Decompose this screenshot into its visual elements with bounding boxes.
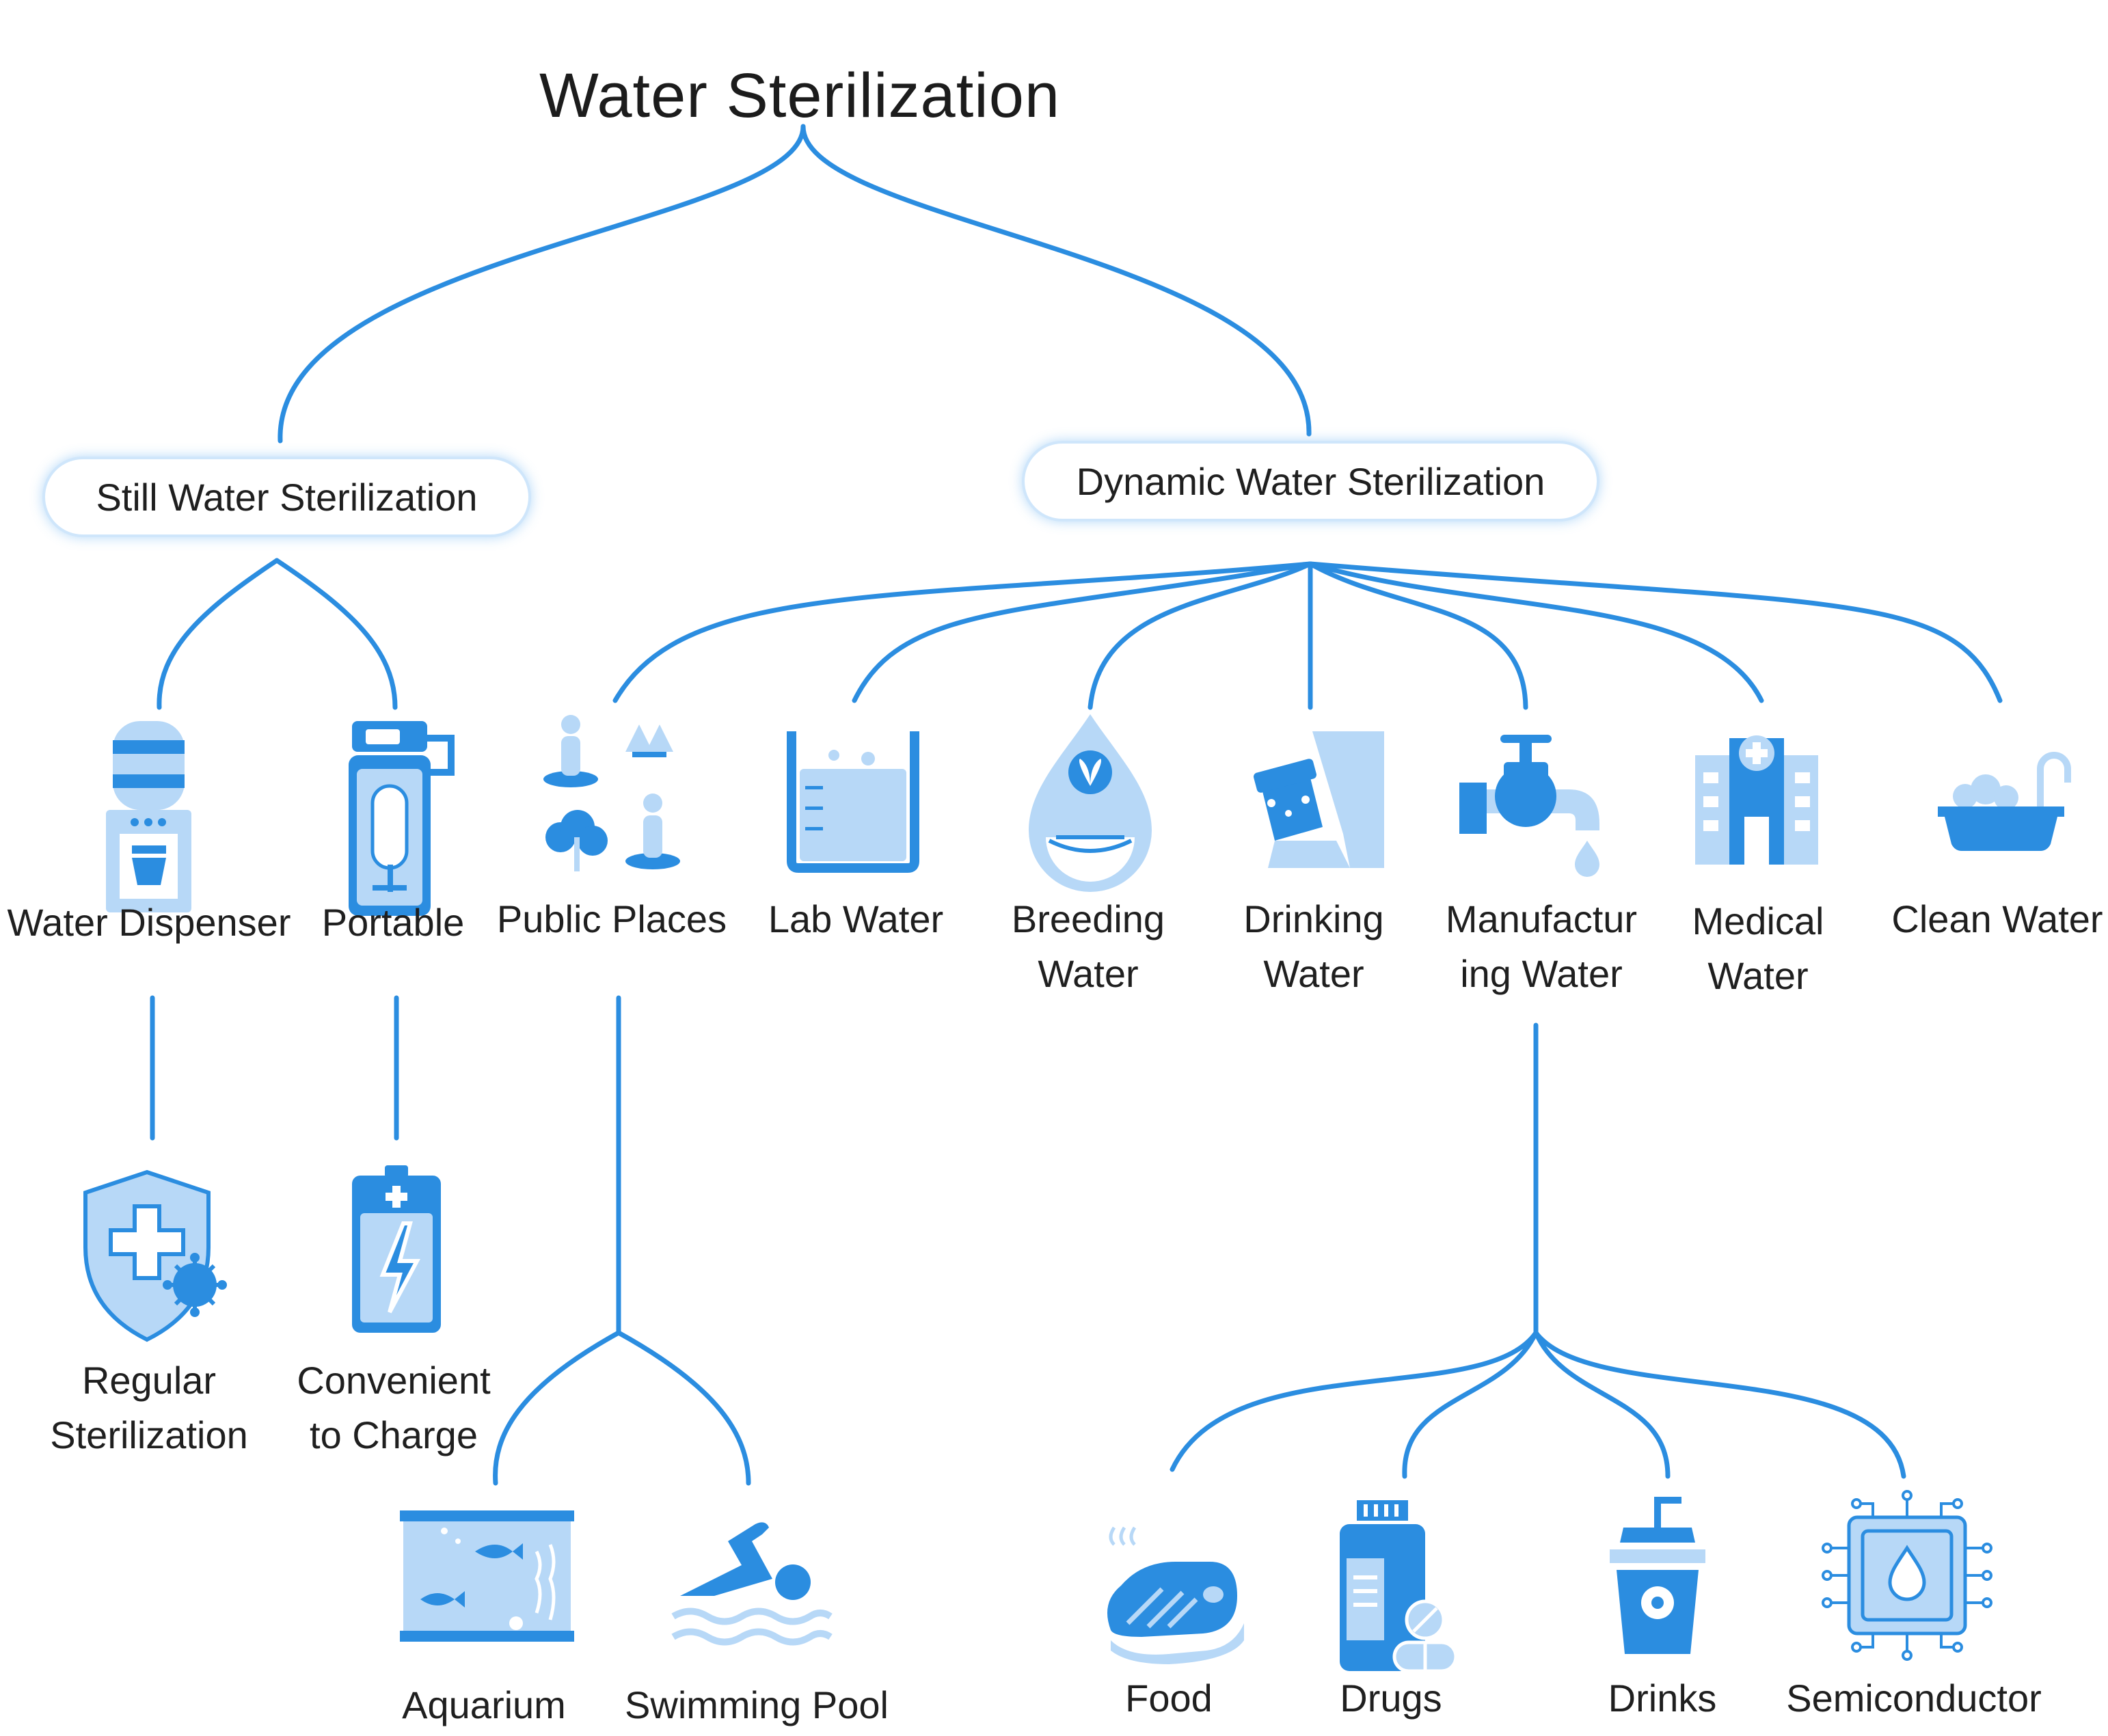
clean-water-label: Clean Water	[1891, 897, 2103, 940]
connector-manu-drugs	[1402, 1330, 1539, 1479]
aquarium-label: Aquarium	[402, 1683, 566, 1726]
bathtub-icon	[1938, 752, 2071, 851]
drinks-label: Drinks	[1608, 1677, 1717, 1720]
diagram-title-text: Water Sterilization	[539, 61, 1061, 131]
convenient-to-charge-label: Convenient to Charge	[297, 1359, 491, 1456]
connector-dyn-clean	[1308, 561, 2003, 703]
connector-root-dynamic	[800, 124, 1312, 437]
public-places-label: Public Places	[496, 897, 727, 940]
aquarium-icon	[400, 1510, 574, 1642]
still-water-pill: Still Water Sterilization	[42, 457, 531, 537]
connector-dyn-breeding	[1087, 561, 1313, 710]
water-dispenser-label: Water Dispenser	[7, 901, 291, 944]
drink-cup-icon	[1610, 1497, 1705, 1654]
connector-root-still	[278, 124, 806, 444]
connector-dyn-manufacturing	[1308, 561, 1528, 710]
breeding-drop-icon	[1029, 714, 1152, 892]
still-water-label: Still Water Sterilization	[96, 475, 478, 519]
steak-icon	[1107, 1526, 1244, 1664]
dynamic-water-label: Dynamic Water Sterilization	[1076, 459, 1545, 503]
connector-dyn-public	[612, 561, 1313, 703]
manufacturing-water-label: Manufactur ing Water	[1445, 897, 1638, 995]
drinking-water-label: Drinking Water	[1243, 897, 1384, 995]
lab-beaker-icon	[787, 731, 919, 873]
medicine-bottle-icon	[1340, 1500, 1458, 1673]
dynamic-water-pill: Dynamic Water Sterilization	[1022, 441, 1599, 521]
portable-label: Portable	[321, 901, 465, 944]
food-label: Food	[1125, 1677, 1213, 1720]
connector-manu-food	[1170, 1330, 1539, 1472]
battery-icon	[352, 1165, 441, 1333]
drinking-glass-icon	[1253, 731, 1384, 868]
chip-icon	[1822, 1490, 1992, 1661]
connector-public-aquarium	[493, 1330, 621, 1486]
connector-dyn-medical	[1308, 561, 1764, 703]
connector-manu-drinks	[1533, 1330, 1671, 1479]
connector-manu-semiconductor	[1533, 1330, 1906, 1479]
portable-bottle-icon	[349, 721, 455, 916]
water-dispenser-icon	[106, 721, 191, 912]
swimmer-icon	[671, 1522, 833, 1646]
connector-dyn-lab	[852, 561, 1313, 703]
connector-still-dispenser	[157, 558, 280, 710]
semiconductor-label: Semiconductor	[1786, 1677, 2042, 1720]
faucet-icon	[1459, 735, 1599, 877]
connector-public-pool	[616, 1330, 751, 1486]
drugs-label: Drugs	[1340, 1677, 1442, 1720]
lab-water-label: Lab Water	[768, 897, 944, 940]
connector-still-portable	[274, 558, 398, 710]
hospital-icon	[1695, 735, 1818, 865]
public-places-icon	[543, 715, 680, 871]
regular-sterilization-label: Regular Sterilization	[50, 1359, 248, 1456]
shield-cross-icon	[83, 1169, 227, 1342]
swimming-pool-label: Swimming Pool	[625, 1683, 889, 1726]
breeding-water-label: Breeding Water	[1011, 897, 1165, 995]
medical-water-label: Medical Water	[1692, 899, 1824, 997]
